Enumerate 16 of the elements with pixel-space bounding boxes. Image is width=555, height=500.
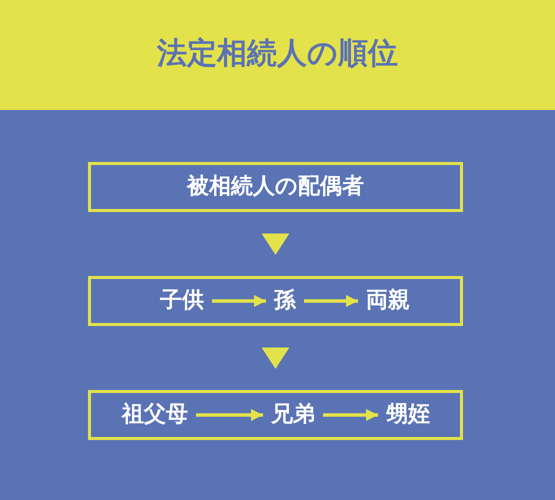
text-box: 被相続人の配偶者 bbox=[88, 162, 463, 212]
relation-label: 両親 bbox=[366, 290, 410, 312]
arrow bbox=[323, 409, 378, 421]
group-box bbox=[88, 276, 463, 326]
group-box bbox=[88, 390, 463, 440]
relation-label: 兄弟 bbox=[271, 404, 315, 426]
down-triangle-arrow bbox=[262, 234, 289, 254]
down-triangle-arrow bbox=[262, 348, 289, 368]
relation-label: 祖父母 bbox=[122, 404, 188, 426]
arrow bbox=[304, 295, 358, 307]
relation-label: 甥姪 bbox=[386, 404, 430, 426]
relation-label: 子供 bbox=[160, 290, 204, 312]
relation-label: 孫 bbox=[274, 290, 296, 312]
arrow bbox=[212, 295, 266, 307]
title: 法定相続人の順位 bbox=[156, 35, 399, 73]
arrow bbox=[196, 409, 263, 421]
